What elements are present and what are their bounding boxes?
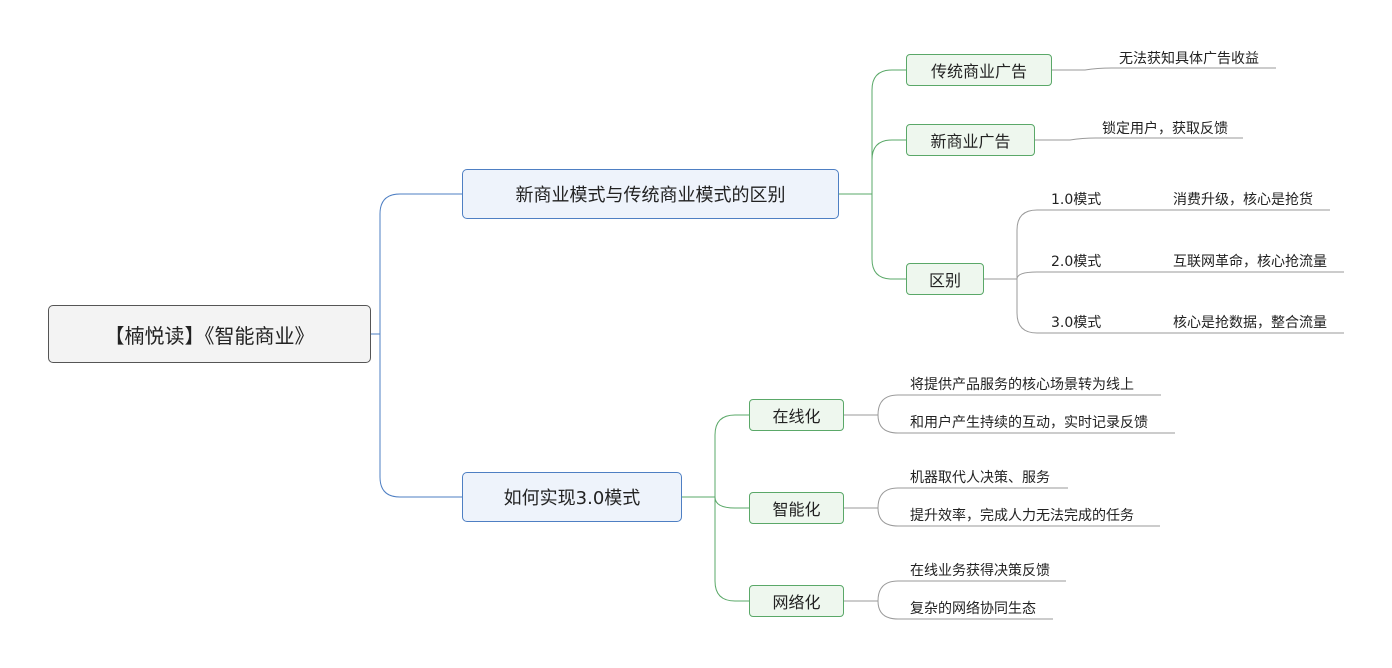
connector-branch-2-to-intelligent — [714, 496, 749, 509]
sub-node-new-ad[interactable]: 新商业广告 — [906, 124, 1035, 156]
connector-networked-item-1 — [844, 580, 1066, 602]
online-item-2[interactable]: 和用户产生持续的互动，实时记录反馈 — [910, 415, 1148, 431]
sub-node-intelligent[interactable]: 智能化 — [749, 492, 844, 524]
connector-root-to-branch-2 — [379, 334, 462, 498]
difference-label: 区别 — [928, 271, 961, 290]
connector-online-item-2 — [877, 414, 1175, 434]
online-item-1[interactable]: 将提供产品服务的核心场景转为线上 — [910, 377, 1134, 393]
connector-traditional-ad-detail — [1052, 67, 1276, 71]
mode-2-name[interactable]: 2.0模式 — [1051, 254, 1102, 270]
sub-node-difference[interactable]: 区别 — [906, 263, 984, 295]
difference-connectors — [984, 209, 1344, 334]
connector-branch-1-to-difference — [871, 194, 906, 280]
connector-new-ad-detail — [1035, 137, 1243, 141]
root-label: 【楠悦读】《智能商业》 — [104, 323, 315, 348]
connector-branch-1-to-new-ad — [871, 139, 906, 194]
connector-intelligent-item-1 — [844, 487, 1068, 509]
online-label: 在线化 — [772, 407, 821, 426]
branch-2-label: 如何实现3.0模式 — [503, 488, 641, 509]
mode-3-detail[interactable]: 核心是抢数据，整合流量 — [1173, 315, 1327, 331]
connector-difference-to-mode-3 — [1016, 279, 1110, 334]
sub-node-traditional-ad[interactable]: 传统商业广告 — [906, 54, 1052, 86]
traditional-ad-label: 传统商业广告 — [930, 62, 1027, 81]
connector-online-item-1 — [844, 394, 1161, 416]
branch-node-business-model-difference[interactable]: 新商业模式与传统商业模式的区别 — [462, 169, 839, 219]
root-connectors — [371, 193, 462, 498]
branch-1-connectors — [839, 69, 906, 280]
networked-label: 网络化 — [772, 593, 821, 612]
connector-branch-2-to-online — [682, 414, 749, 498]
intelligent-item-2[interactable]: 提升效率，完成人力无法完成的任务 — [910, 508, 1134, 524]
intelligent-item-1[interactable]: 机器取代人决策、服务 — [910, 470, 1050, 486]
branch-node-how-to-achieve-3-0[interactable]: 如何实现3.0模式 — [462, 472, 682, 522]
connector-networked-item-2 — [877, 600, 1053, 620]
leaf-traditional-ad-detail[interactable]: 无法获知具体广告收益 — [1119, 51, 1259, 67]
branch-2-connectors — [682, 414, 749, 602]
connector-intelligent-item-2 — [877, 507, 1160, 527]
mode-3-name[interactable]: 3.0模式 — [1051, 315, 1102, 331]
connector-branch-1-to-traditional-ad — [839, 69, 906, 195]
connector-root-to-branch-1 — [371, 193, 462, 335]
new-ad-label: 新商业广告 — [930, 132, 1011, 151]
intelligent-label: 智能化 — [772, 500, 821, 519]
branch-1-label: 新商业模式与传统商业模式的区别 — [515, 185, 786, 206]
mode-1-name[interactable]: 1.0模式 — [1051, 192, 1102, 208]
ad-leaf-connectors — [1035, 67, 1276, 141]
mode-1-detail[interactable]: 消费升级，核心是抢货 — [1173, 192, 1313, 208]
networked-item-2[interactable]: 复杂的网络协同生态 — [910, 601, 1036, 617]
networked-item-1[interactable]: 在线业务获得决策反馈 — [910, 563, 1050, 579]
sub-node-online[interactable]: 在线化 — [749, 399, 844, 431]
mode-2-detail[interactable]: 互联网革命，核心抢流量 — [1173, 254, 1327, 270]
connector-branch-2-to-networked — [714, 497, 749, 602]
implementation-leaf-connectors — [844, 394, 1175, 620]
leaf-new-ad-detail[interactable]: 锁定用户，获取反馈 — [1102, 121, 1228, 137]
connector-difference-to-mode-1 — [984, 209, 1110, 280]
root-node[interactable]: 【楠悦读】《智能商业》 — [48, 305, 371, 363]
sub-node-networked[interactable]: 网络化 — [749, 585, 844, 617]
connector-difference-to-mode-2 — [1016, 271, 1110, 280]
